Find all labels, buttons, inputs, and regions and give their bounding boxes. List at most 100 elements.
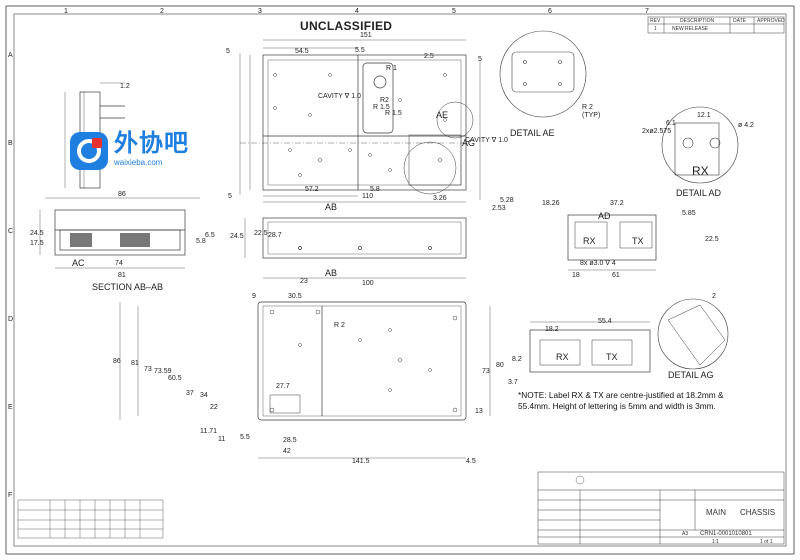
- dim-5-right: 5: [478, 56, 482, 63]
- detail-ag-dim: 2: [712, 293, 716, 300]
- classification-title: UNCLASSIFIED: [300, 19, 393, 33]
- end2-dim-8-2: 8.2: [512, 356, 522, 363]
- side-dim-24-5: 24.5: [230, 233, 244, 240]
- end2-label-rx: RX: [556, 352, 569, 362]
- dim-57-2: 57.2: [305, 186, 319, 193]
- col-marker-6: 6: [548, 8, 552, 15]
- detail-ad-marking: RX: [692, 164, 709, 178]
- end2-dim-3-7: 3.7: [508, 379, 518, 386]
- rev-row-desc: NEW RELEASE: [672, 26, 709, 32]
- col-marker-4: 4: [355, 8, 359, 15]
- bottom-dim-81: 81: [131, 360, 139, 367]
- bottom-dim-73-59: 73.59: [154, 368, 172, 375]
- end1-holes: 8x ø3.0 ∇ 4: [580, 260, 616, 267]
- cavity-label-2: CAVITY ∇ 1.0: [465, 137, 508, 144]
- bottom-dim-5-5: 5.5: [240, 434, 250, 441]
- side-dim-100: 100: [362, 280, 374, 287]
- section-ref-ac: AC: [72, 258, 85, 268]
- section-dim-81: 81: [118, 272, 126, 279]
- bottom-dim-42: 42: [283, 448, 291, 455]
- title-block: [537, 471, 785, 545]
- section-dim-74: 74: [115, 260, 123, 267]
- section-dim-86: 86: [118, 191, 126, 198]
- dim-5-bottom: 5: [228, 193, 232, 200]
- detail-ad-title: DETAIL AD: [676, 188, 722, 198]
- title-drawing-number: CRN1-0001010801: [700, 531, 752, 537]
- end1-dim-5-85: 5.85: [682, 210, 696, 217]
- section-dim-24-5: 24.5: [30, 230, 44, 237]
- rev-header-desc: DESCRIPTION: [680, 18, 715, 24]
- col-marker-3: 3: [258, 8, 262, 15]
- bottom-dim-13: 13: [475, 408, 483, 415]
- inner-border: [13, 13, 787, 547]
- lettering-note: *NOTE: Label RX & TX are centre-justifie…: [518, 390, 724, 411]
- detail-ad: [661, 106, 739, 184]
- bottom-dim-73: 73: [144, 366, 152, 373]
- col-marker-5: 5: [452, 8, 456, 15]
- title-size: A3: [682, 531, 689, 537]
- revision-table: [647, 16, 785, 34]
- detail-ad-dim-12-1: 12.1: [697, 112, 711, 119]
- detail-ref-ae: AE: [436, 110, 449, 120]
- title-sheet: 1 of 1: [760, 539, 773, 545]
- detail-ad-hole-label: 2xø2.575: [642, 128, 672, 135]
- detail-ad-dim-4-2: ø 4.2: [738, 122, 754, 129]
- dim-110: 110: [362, 193, 374, 200]
- end1-dim-61: 61: [612, 272, 620, 279]
- end2-dim-55-4: 55.4: [598, 318, 612, 325]
- dim-5-left: 5: [226, 48, 230, 55]
- title-part-name: MAIN: [706, 508, 726, 517]
- title-part-name-2: CHASSIS: [740, 508, 776, 517]
- bottom-dim-60-5: 60.5: [168, 375, 182, 382]
- title-scale: 1:1: [712, 539, 719, 545]
- tolerance-table: [17, 499, 164, 539]
- bottom-dim-30-5: 30.5: [288, 293, 302, 300]
- dim-151: 151: [360, 32, 372, 39]
- row-marker-f: F: [8, 492, 13, 499]
- detail-ag: [657, 298, 729, 370]
- row-marker-b: B: [8, 140, 13, 147]
- watermark-text: 外协吧: [114, 130, 189, 157]
- row-marker-d: D: [8, 316, 14, 323]
- bottom-dim-11: 11: [218, 436, 226, 443]
- end-view-1: [567, 214, 657, 271]
- bottom-dim-34: 34: [200, 392, 208, 399]
- bottom-dim-80: 80: [496, 362, 504, 369]
- bottom-dim-37: 37: [186, 390, 194, 397]
- bottom-dim-4-5: 4.5: [466, 458, 476, 465]
- row-marker-c: C: [8, 228, 14, 235]
- side-view: [244, 217, 467, 279]
- end1-dim-18-26: 18.26: [542, 200, 560, 207]
- dim-2-5: 2.5: [424, 53, 434, 60]
- dim-r1-5b: R 1.5: [385, 110, 402, 117]
- section-ab-title: SECTION AB–AB: [92, 282, 164, 292]
- detail-ae-title: DETAIL AE: [510, 128, 555, 138]
- bottom-view: [119, 301, 491, 459]
- bottom-dim-r2: R 2: [334, 322, 345, 329]
- detail-ae-radius: R 2: [582, 104, 593, 111]
- rev-row-rev: 1: [654, 26, 657, 32]
- section-dim-17-5: 17.5: [30, 240, 44, 247]
- end2-label-tx: TX: [606, 352, 618, 362]
- top-view: [239, 39, 481, 203]
- end1-dim-18: 18: [572, 272, 580, 279]
- section-ref-ab-top: AB: [325, 202, 338, 212]
- end-view-2: [529, 321, 651, 373]
- dim-r1-5a: R 1.5: [373, 104, 390, 111]
- bottom-dim-27-7: 27.7: [276, 383, 290, 390]
- dim-3-26: 3.26: [433, 195, 447, 202]
- rev-header-rev: REV: [650, 18, 661, 24]
- row-marker-e: E: [8, 404, 13, 411]
- side-dim-22-5: 22.5: [254, 230, 268, 237]
- dim-54-5: 54.5: [295, 48, 309, 55]
- end1-label-ad: AD: [598, 211, 611, 221]
- watermark-url: waixieba.com: [114, 158, 163, 167]
- side-dim-6-5: 6.5: [205, 232, 215, 239]
- section-ref-ab-bottom: AB: [325, 268, 338, 278]
- watermark-logo: 外协吧 waixieba.com: [68, 130, 218, 172]
- bottom-dim-28-5: 28.5: [283, 437, 297, 444]
- side-dim-23: 23: [300, 278, 308, 285]
- col-marker-1: 1: [64, 8, 68, 15]
- col-marker-7: 7: [645, 8, 649, 15]
